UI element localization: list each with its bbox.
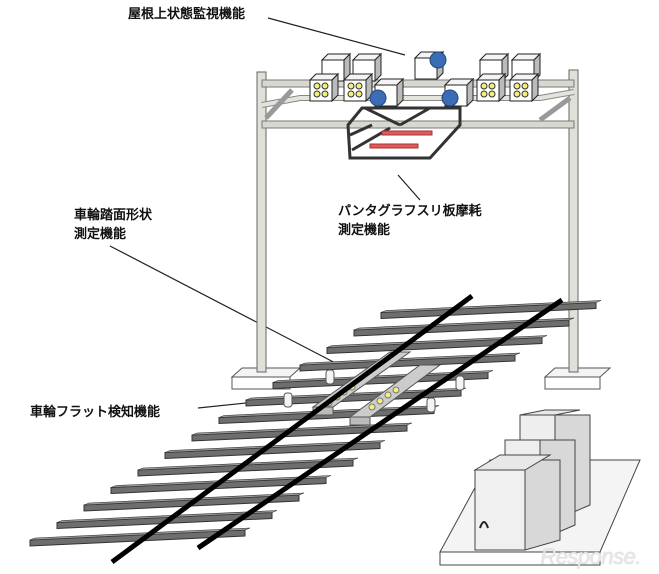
label-tread-line2: 測定機能 [74, 227, 127, 242]
led-light-box [308, 72, 340, 103]
rail-tie [191, 422, 413, 442]
rail-left [110, 293, 474, 565]
rail-tie [164, 440, 386, 460]
leader-tread [109, 245, 346, 369]
rails [110, 293, 564, 565]
wheel-flat-sensors [283, 369, 465, 413]
camera-icon [369, 89, 387, 107]
rail-tie [380, 300, 602, 320]
rail-tie [29, 527, 251, 547]
rail-tie [326, 335, 548, 355]
gantry [230, 69, 612, 390]
label-wheel-flat: 車輪フラット検知機能 [30, 405, 161, 420]
led-light-box [342, 72, 374, 103]
led-light-box [475, 72, 507, 103]
rail-right [196, 297, 564, 551]
camera-icon [429, 51, 447, 69]
leader-roof [267, 17, 406, 56]
rail-tie [299, 352, 521, 372]
label-roof-monitoring: 屋根上状態監視機能 [128, 7, 246, 22]
camera-icon [441, 89, 459, 107]
label-pantograph-line2: 測定機能 [338, 223, 391, 238]
led-light-box [508, 72, 540, 103]
label-pantograph-line1: パンタグラフスリ板摩耗 [338, 204, 482, 219]
watermark: Response. [540, 544, 641, 569]
rail-tie [353, 317, 575, 337]
pantograph-sensor [346, 106, 462, 160]
label-tread-line1: 車輪踏面形状 [74, 208, 153, 223]
equipment-cabinet [439, 409, 641, 566]
leader-pantograph [397, 174, 421, 201]
